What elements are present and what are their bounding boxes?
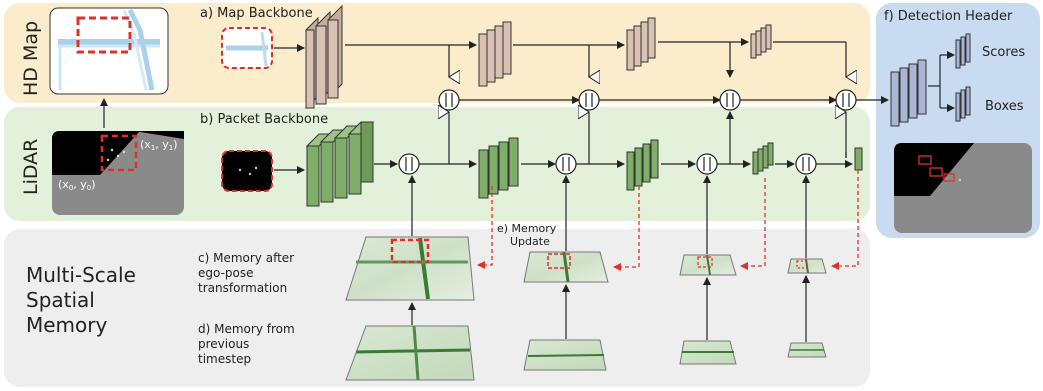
packet-backbone-label: b) Packet Backbone	[200, 112, 328, 127]
map-block-stage2	[478, 21, 512, 87]
scores-label: Scores	[982, 45, 1025, 60]
concat-icon	[719, 89, 741, 111]
lidar-block-stage2	[478, 137, 519, 199]
lidar-crop-thumbnail	[221, 150, 273, 192]
concat-icon	[696, 153, 718, 175]
memory-map-after-2	[523, 251, 609, 283]
scores-block	[955, 33, 971, 69]
map-block-stage4	[750, 24, 772, 59]
hd-map-image	[49, 7, 169, 95]
memory-map-prev-3	[679, 340, 737, 365]
concat-icon	[835, 89, 857, 111]
memory-map-prev-2	[523, 339, 607, 371]
lidar-block-stage1	[305, 121, 375, 207]
memory-update-label: e) Memory Update	[497, 222, 560, 248]
lidar-bev-image	[52, 131, 184, 215]
memory-title: Multi-Scale Spatial Memory	[26, 263, 142, 337]
concat-icon	[795, 153, 817, 175]
concat-icon	[578, 89, 600, 111]
lidar-block-stage4	[752, 142, 774, 175]
memory-update-arrows	[477, 170, 859, 271]
map-crop-thumbnail	[221, 27, 273, 69]
lidar-title: LiDAR	[20, 139, 42, 195]
detection-output-image	[894, 143, 1032, 233]
concat-icon	[398, 153, 420, 175]
memory-map-prev-1	[345, 325, 475, 381]
hd-map-title: HD Map	[20, 21, 42, 96]
memory-map-after-3	[679, 254, 737, 276]
detection-block	[890, 59, 927, 127]
lidar-block-stage5	[854, 147, 863, 171]
memory-panel	[4, 229, 870, 387]
boxes-label: Boxes	[985, 99, 1024, 114]
detection-header-label: f) Detection Header	[884, 9, 1013, 24]
concat-icon	[438, 89, 460, 111]
memory-map-after-1	[345, 236, 475, 301]
map-backbone-label: a) Map Backbone	[200, 6, 313, 21]
memory-map-after-4	[787, 258, 827, 274]
memory-after-label: c) Memory after ego-pose transformation	[198, 251, 298, 295]
coord-x0y0: (x0, y0)	[58, 178, 96, 192]
map-block-stage1	[305, 4, 343, 110]
boxes-block	[955, 86, 971, 122]
memory-map-prev-4	[787, 342, 827, 358]
map-block-stage3	[626, 17, 656, 71]
memory-prev-label: d) Memory from previous timestep	[198, 322, 298, 366]
coord-x1y1: (x1, y1)	[140, 138, 178, 152]
concat-icon	[555, 153, 577, 175]
